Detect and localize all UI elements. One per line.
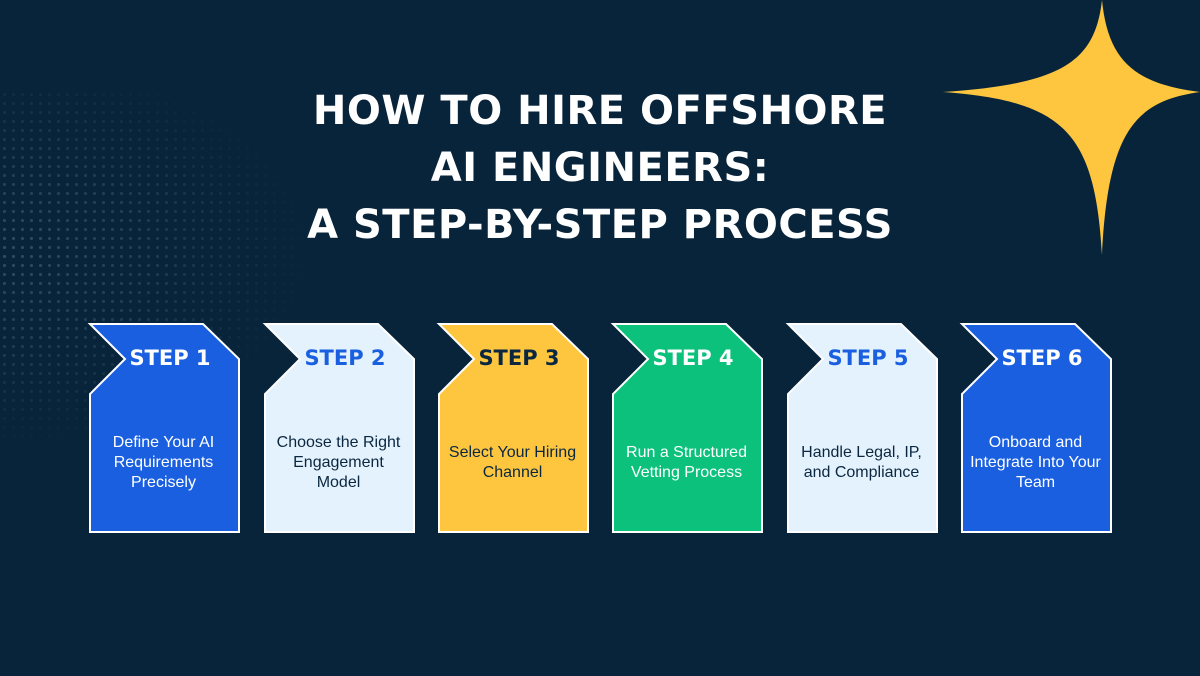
- step-card-2: STEP 2 Choose the Right Engagement Model: [261, 322, 416, 534]
- step-description: Run a Structured Vetting Process: [626, 444, 747, 481]
- sparkle-star-icon: [943, 0, 1200, 255]
- step-shape: [87, 323, 240, 533]
- step-shape: [959, 323, 1112, 533]
- step-shape: [436, 323, 589, 533]
- step-card-1: STEP 1 Define Your AI Requirements Preci…: [86, 322, 241, 534]
- step-description: Define Your AI Requirements Precisely: [112, 434, 215, 491]
- step-card-3: STEP 3 Select Your Hiring Channel: [435, 322, 590, 534]
- step-description: Handle Legal, IP, and Compliance: [801, 444, 922, 481]
- step-description: Choose the Right Engagement Model: [276, 434, 401, 491]
- title-line-2: AI ENGINEERS:: [430, 145, 770, 191]
- step-label: STEP 4: [652, 346, 734, 370]
- step-shape: [785, 323, 938, 533]
- step-card-4: STEP 4 Run a Structured Vetting Process: [609, 322, 764, 534]
- step-description: Onboard and Integrate Into Your Team: [970, 434, 1101, 491]
- step-card-5: STEP 5 Handle Legal, IP, and Compliance: [784, 322, 939, 534]
- step-label: STEP 1: [129, 346, 211, 370]
- step-card-6: STEP 6 Onboard and Integrate Into Your T…: [958, 322, 1113, 534]
- step-label: STEP 5: [827, 346, 909, 370]
- step-shape: [262, 323, 415, 533]
- title-line-3: A STEP-BY-STEP PROCESS: [307, 202, 893, 248]
- step-description: Select Your Hiring Channel: [448, 444, 577, 481]
- title-line-1: HOW TO HIRE OFFSHORE: [312, 88, 888, 134]
- step-label: STEP 3: [478, 346, 560, 370]
- step-label: STEP 6: [1001, 346, 1083, 370]
- step-shape: [610, 323, 763, 533]
- step-label: STEP 2: [304, 346, 386, 370]
- page-title: HOW TO HIRE OFFSHORE AI ENGINEERS: A STE…: [0, 83, 1200, 254]
